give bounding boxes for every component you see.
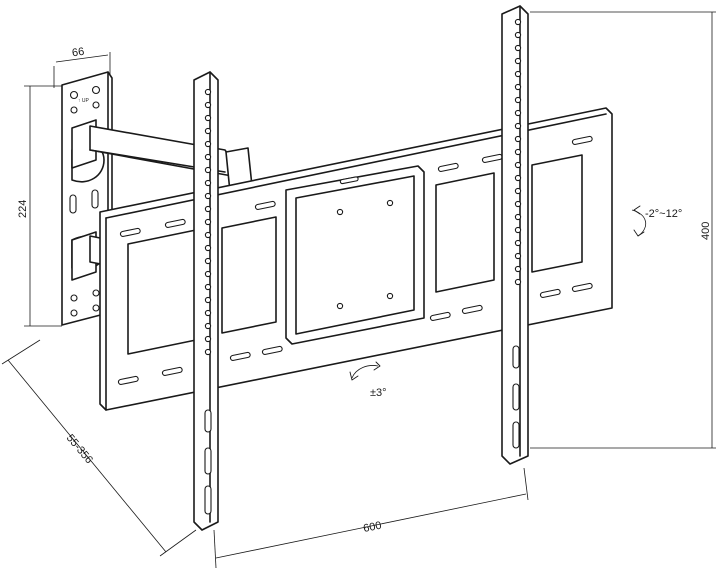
bracket-hole xyxy=(204,335,212,343)
bracket-hole xyxy=(204,218,212,226)
bracket-hole xyxy=(514,44,522,52)
bracket-hole xyxy=(204,270,212,278)
label-rotate: ±3° xyxy=(370,387,387,399)
label-600: 600 xyxy=(362,520,382,535)
right-bracket-holes xyxy=(514,18,522,286)
label-depth: 55-356 xyxy=(64,432,95,466)
bracket-hole xyxy=(514,278,522,286)
bracket-hole xyxy=(514,226,522,234)
left-bracket-holes xyxy=(204,88,212,356)
bracket-hole xyxy=(204,257,212,265)
bracket-hole xyxy=(204,231,212,239)
label-66: 66 xyxy=(71,46,85,60)
center-plate xyxy=(285,165,425,345)
dim-width-top: 66 xyxy=(53,46,111,88)
bracket-hole xyxy=(514,18,522,26)
left-vertical-bracket xyxy=(193,71,219,531)
label-400: 400 xyxy=(700,222,712,240)
bracket-hole xyxy=(514,109,522,117)
bracket-hole xyxy=(204,322,212,330)
bracket-hole xyxy=(204,127,212,135)
dim-width-bottom: 600 xyxy=(213,467,529,569)
frame-upper-slots xyxy=(119,135,593,237)
bracket-hole xyxy=(204,179,212,187)
bracket-hole xyxy=(204,296,212,304)
bracket-hole xyxy=(514,265,522,273)
bracket-hole xyxy=(204,244,212,252)
bracket-hole xyxy=(514,135,522,143)
bracket-hole xyxy=(204,153,212,161)
bracket-hole xyxy=(514,252,522,260)
bracket-hole xyxy=(204,114,212,122)
bracket-hole xyxy=(514,96,522,104)
bracket-hole xyxy=(514,122,522,130)
bracket-hole xyxy=(204,88,212,96)
bracket-hole xyxy=(514,213,522,221)
dim-height-right: 400 xyxy=(530,11,716,449)
bracket-hole xyxy=(514,31,522,39)
label-tilt: -2°~12° xyxy=(645,208,682,220)
frame-lower-slots xyxy=(117,282,593,385)
bracket-hole xyxy=(204,283,212,291)
bracket-hole xyxy=(514,70,522,78)
bracket-hole xyxy=(204,166,212,174)
dim-height-left: 224 xyxy=(17,85,62,327)
bracket-hole xyxy=(514,161,522,169)
plate-mark: ↑ UP xyxy=(78,98,90,104)
label-224: 224 xyxy=(17,200,29,218)
bracket-hole xyxy=(514,200,522,208)
bracket-hole xyxy=(204,348,212,356)
right-vertical-bracket xyxy=(501,5,529,465)
bracket-hole xyxy=(204,192,212,200)
tilt-annotation: -2°~12° xyxy=(631,205,682,237)
bracket-hole xyxy=(204,140,212,148)
bracket-hole xyxy=(514,57,522,65)
bracket-hole xyxy=(514,187,522,195)
bracket-hole xyxy=(204,205,212,213)
bracket-hole xyxy=(514,174,522,182)
rotate-annotation: ±3° xyxy=(349,361,387,399)
bracket-hole xyxy=(204,309,212,317)
bracket-hole xyxy=(204,101,212,109)
bracket-hole xyxy=(514,83,522,91)
bracket-hole xyxy=(514,148,522,156)
bracket-hole xyxy=(514,239,522,247)
